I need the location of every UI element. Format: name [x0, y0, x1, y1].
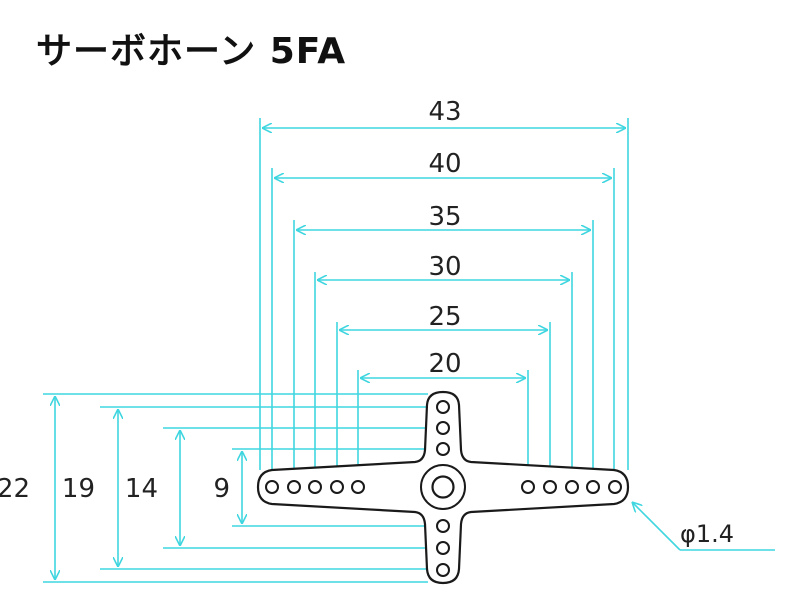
- hole-leader: φ1.4: [632, 502, 775, 551]
- dimension-lines: 43 40 35 30 25 20 22 19 14 9: [0, 97, 629, 583]
- dimension-label-9: 9: [213, 474, 230, 504]
- hole-diameter-label: φ1.4: [680, 520, 734, 548]
- hub-inner: [431, 475, 455, 499]
- leader-line: [632, 502, 681, 551]
- hole: [521, 480, 535, 494]
- dimension-label-35: 35: [428, 202, 461, 232]
- hole: [565, 480, 579, 494]
- hole: [586, 480, 600, 494]
- hole: [287, 480, 301, 494]
- dimension-label-20: 20: [428, 349, 461, 379]
- hole: [436, 563, 450, 577]
- dimension-label-22: 22: [0, 474, 30, 504]
- hole: [436, 519, 450, 533]
- page-title: サーボホーン 5FA: [36, 31, 347, 72]
- dimension-label-25: 25: [428, 302, 461, 332]
- hole: [436, 421, 450, 435]
- dimension-label-40: 40: [428, 149, 461, 179]
- hole: [265, 480, 279, 494]
- hole: [436, 400, 450, 414]
- horn-holes: [265, 400, 622, 577]
- hole: [330, 480, 344, 494]
- dimension-label-19: 19: [62, 474, 95, 504]
- servo-horn: [256, 390, 630, 585]
- hole: [308, 480, 322, 494]
- hole: [608, 480, 622, 494]
- dimension-label-30: 30: [428, 252, 461, 282]
- dimension-label-43: 43: [428, 97, 461, 127]
- hub-outer: [420, 464, 466, 510]
- horn-outline: [256, 390, 630, 585]
- hole: [543, 480, 557, 494]
- hole: [436, 541, 450, 555]
- hole: [436, 442, 450, 456]
- hole: [351, 480, 365, 494]
- dimension-label-14: 14: [125, 474, 158, 504]
